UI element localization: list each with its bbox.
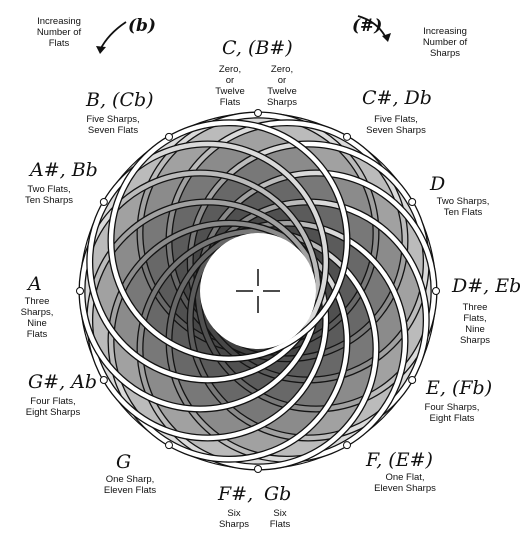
increasing-flats-label: Increasing Number of Flats (36, 16, 82, 49)
weave-band (108, 120, 350, 361)
position-marker (165, 132, 173, 141)
key-g: G (116, 451, 132, 473)
key-a-sharp-desc: Two Flats, Ten Sharps (24, 184, 74, 206)
key-b-desc: Five Sharps, Seven Flats (86, 114, 140, 136)
position-marker (165, 441, 173, 450)
key-c-desc-flats: Zero, or Twelve Flats (215, 64, 245, 108)
center-crosshair (236, 269, 280, 313)
key-e: E, (Fb) (426, 377, 493, 399)
key-g-desc: One Sharp, Eleven Flats (103, 474, 157, 496)
key-f-sharp-desc: Six Sharps (218, 508, 250, 530)
key-a-desc: Three Sharps, Nine Flats (20, 296, 54, 340)
position-marker (99, 198, 108, 206)
position-marker (254, 465, 262, 473)
key-f-desc: One Flat, Eleven Sharps (374, 472, 436, 494)
key-d-sharp: D#, Eb (452, 275, 520, 297)
key-g-flat: Gb (264, 483, 292, 505)
position-marker (254, 109, 262, 117)
circle-weave (78, 111, 438, 471)
key-b: B, (Cb) (86, 89, 154, 111)
weave-band (108, 221, 350, 462)
key-f: F, (E#) (366, 449, 433, 471)
key-e-desc: Four Sharps, Eight Flats (424, 402, 480, 424)
position-marker (99, 376, 108, 384)
sharps-arrowhead (382, 33, 391, 42)
key-a: A (28, 273, 42, 295)
key-g-flat-desc: Six Flats (269, 508, 291, 530)
position-marker (432, 287, 440, 295)
key-a-sharp: A#, Bb (30, 159, 98, 181)
position-markers (76, 109, 440, 473)
position-marker (76, 287, 84, 295)
direction-arrows (96, 15, 391, 54)
key-g-sharp: G#, Ab (28, 371, 98, 393)
weave-band (87, 199, 328, 441)
key-c-sharp-desc: Five Flats, Seven Sharps (366, 114, 426, 136)
sharp-symbol: (#) (352, 16, 383, 36)
key-d-desc: Two Sharps, Ten Flats (436, 196, 490, 218)
position-marker (408, 198, 417, 206)
key-c: C, (B#) (222, 37, 293, 59)
key-f-sharp: F#, (218, 483, 254, 505)
center-hole (200, 233, 316, 349)
key-c-sharp: C#, Db (362, 87, 432, 109)
position-marker (343, 441, 351, 450)
flat-symbol: (b) (128, 16, 156, 36)
key-g-sharp-desc: Four Flats, Eight Sharps (25, 396, 81, 418)
key-d: D (430, 173, 446, 195)
position-marker (343, 132, 351, 141)
increasing-sharps-label: Increasing Number of Sharps (422, 26, 468, 59)
key-c-desc-sharps: Zero, or Twelve Sharps (266, 64, 298, 108)
weave-band (87, 141, 328, 383)
position-marker (408, 376, 417, 384)
key-d-sharp-desc: Three Flats, Nine Sharps (459, 302, 491, 346)
flats-arrowhead (96, 46, 106, 54)
